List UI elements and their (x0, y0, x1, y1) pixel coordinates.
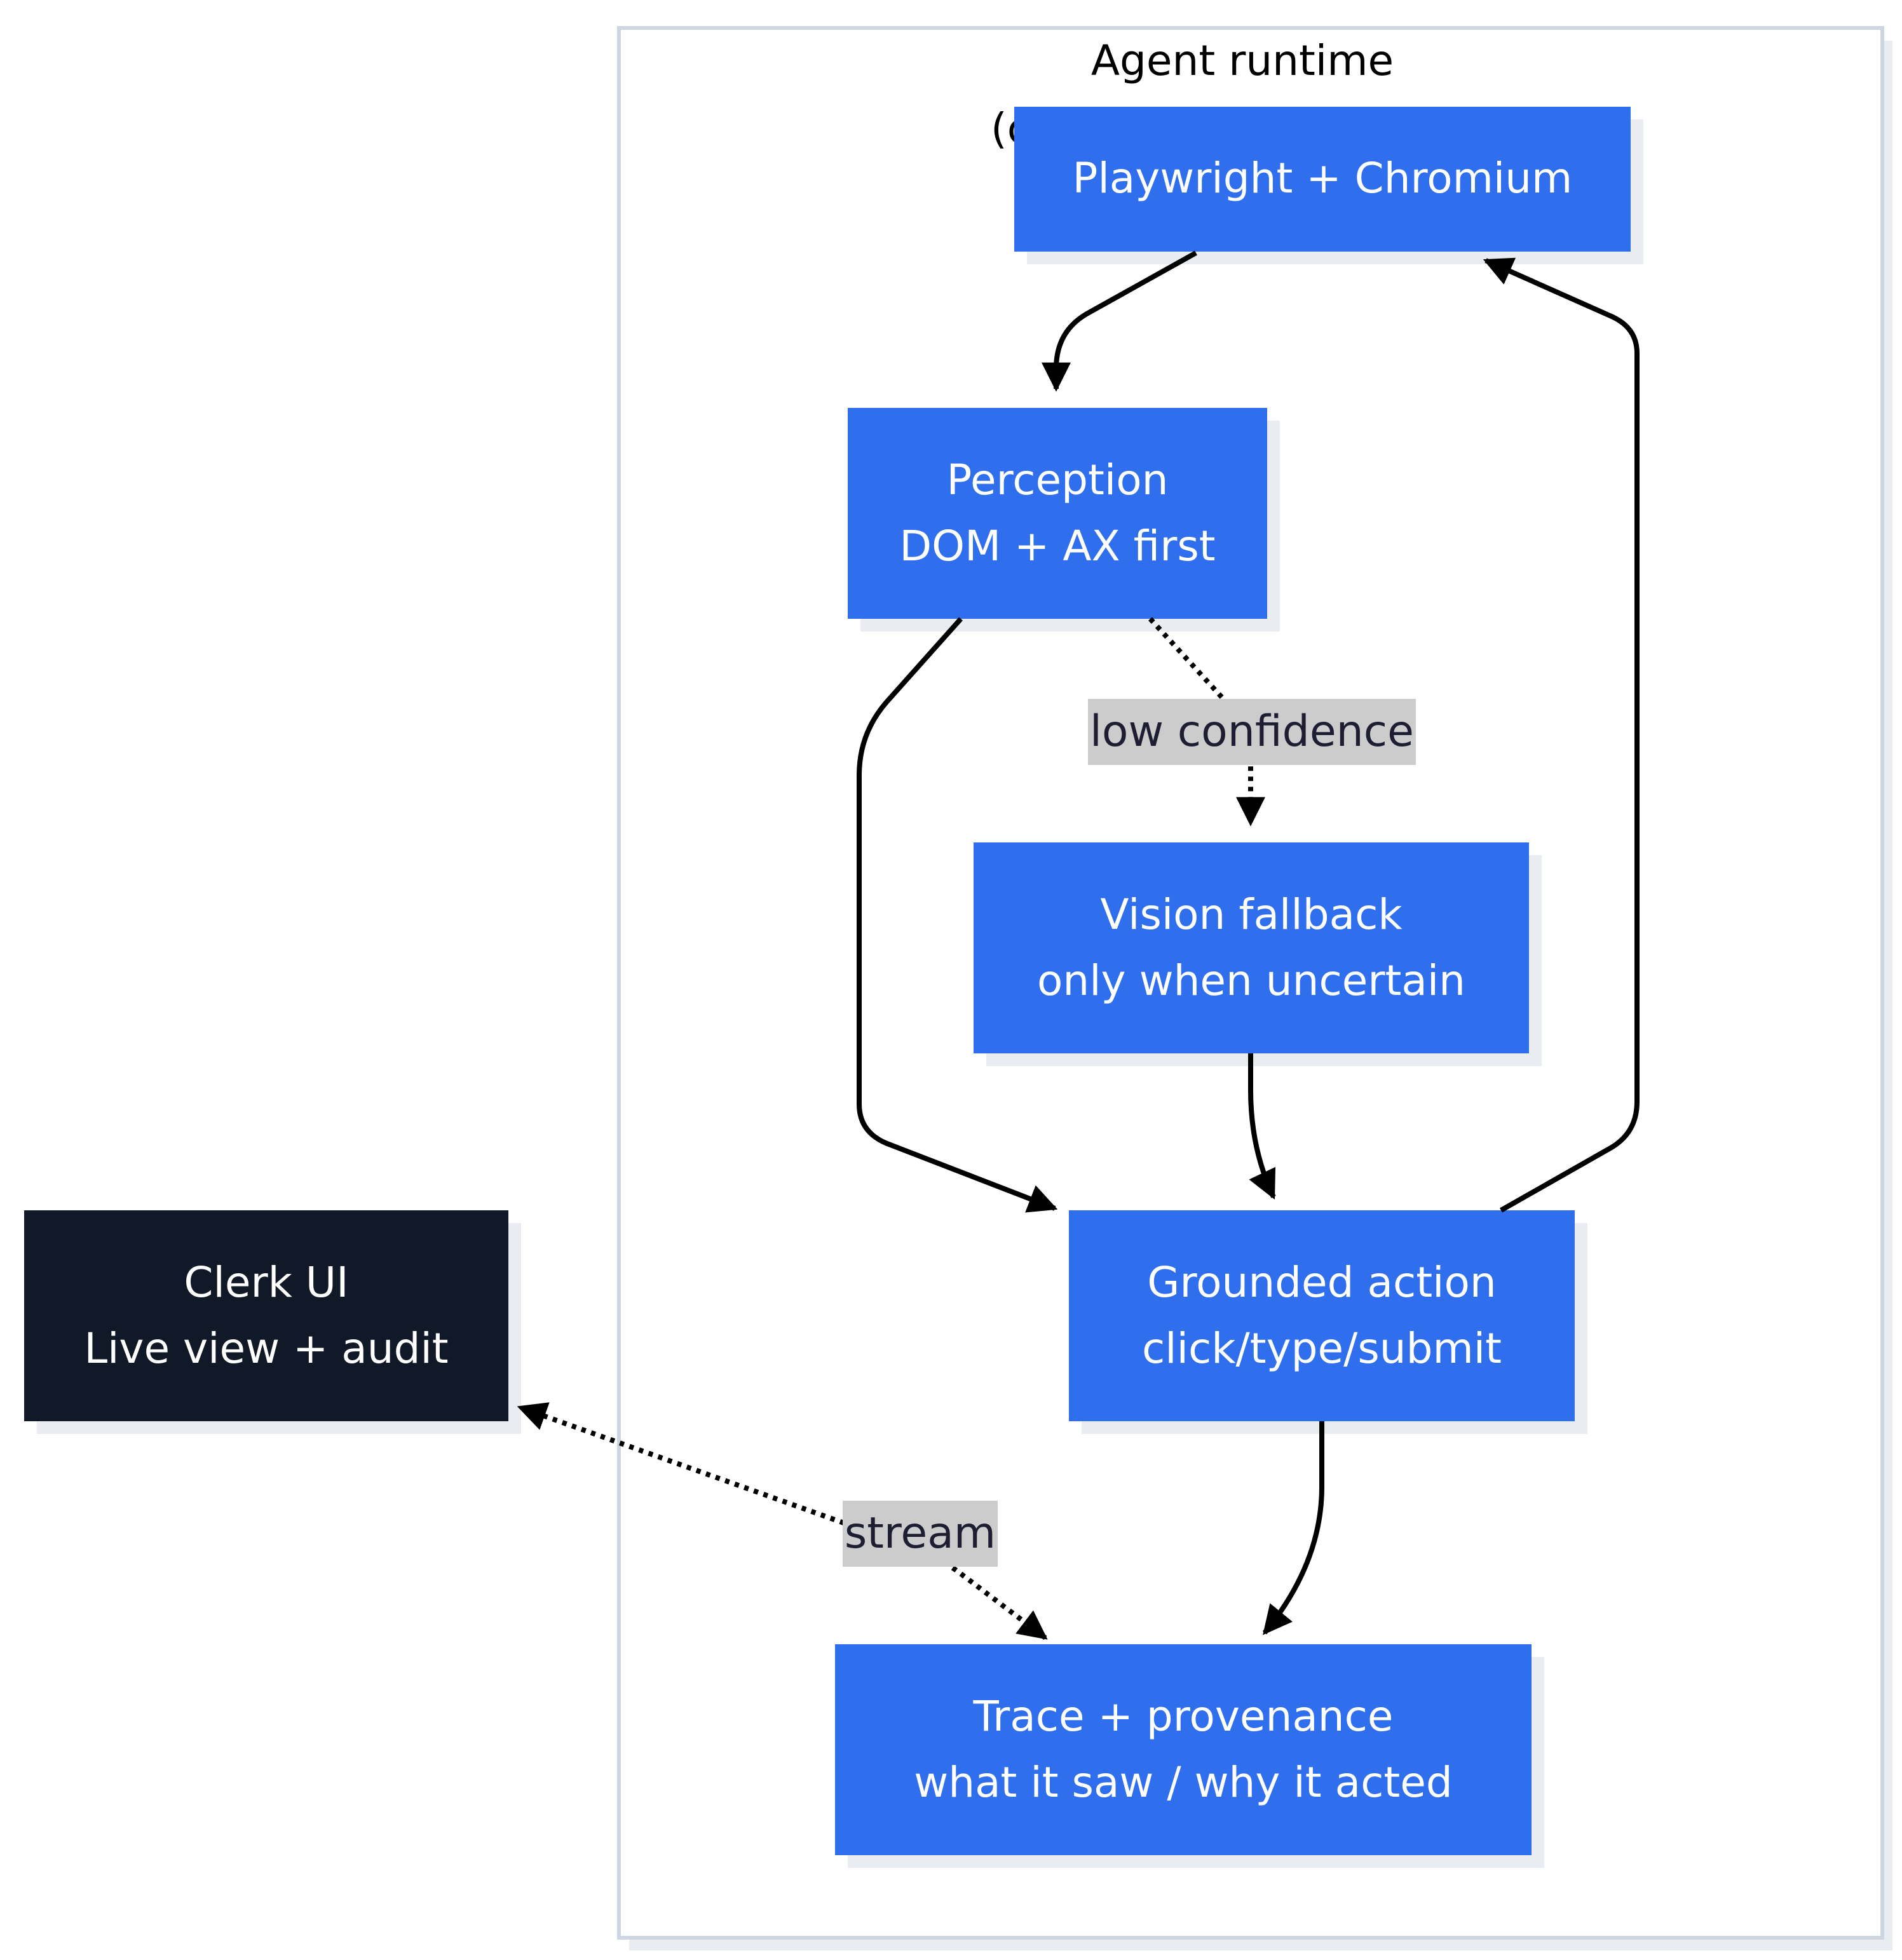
node-box (974, 842, 1529, 1053)
node-perception: Perception DOM + AX first (848, 408, 1280, 632)
node-label: Playwright + Chromium (1073, 154, 1573, 203)
edge-perception-to-action (857, 617, 1058, 1213)
node-clerk-ui: Clerk UI Live view + audit (24, 1210, 521, 1434)
node-box (24, 1210, 508, 1421)
node-playwright-chromium: Playwright + Chromium (1014, 107, 1643, 264)
node-label-line-1: Grounded action (1147, 1258, 1496, 1307)
node-label-line-2: only when uncertain (1037, 956, 1465, 1005)
node-label-line-1: Perception (947, 456, 1169, 504)
edge-label-text: low confidence (1090, 706, 1414, 757)
node-label-line-2: Live view + audit (84, 1324, 448, 1373)
cluster-title: Agent runtime (1091, 36, 1394, 85)
node-box (835, 1644, 1532, 1855)
edge-playwright-to-perception (1042, 250, 1197, 392)
edge-label-bg (1088, 699, 1416, 765)
node-trace-provenance: Trace + provenance what it saw / why it … (835, 1644, 1544, 1868)
node-label-line-1: Trace + provenance (973, 1692, 1394, 1741)
node-label-line-2: click/type/submit (1142, 1324, 1502, 1373)
edge-label-low-confidence: low confidence (1088, 699, 1416, 765)
node-vision-fallback: Vision fallback only when uncertain (974, 842, 1542, 1066)
node-label-line-2: what it saw / why it acted (914, 1758, 1452, 1807)
edge-label-stream: stream (843, 1501, 998, 1567)
edge-vision-to-action (1248, 1053, 1276, 1200)
node-grounded-action: Grounded action click/type/submit (1069, 1210, 1587, 1434)
edges (517, 250, 1640, 1640)
node-box (848, 408, 1267, 619)
node-box (1069, 1210, 1575, 1421)
node-box (1014, 107, 1631, 252)
node-label-line-1: Vision fallback (1100, 890, 1403, 939)
edge-action-to-playwright (1483, 257, 1640, 1213)
node-label-line-1: Clerk UI (184, 1258, 348, 1307)
edge-action-to-trace (1262, 1421, 1324, 1635)
edge-label-bg (843, 1501, 998, 1567)
node-label-line-2: DOM + AX first (899, 522, 1215, 571)
edge-label-text: stream (845, 1508, 996, 1558)
